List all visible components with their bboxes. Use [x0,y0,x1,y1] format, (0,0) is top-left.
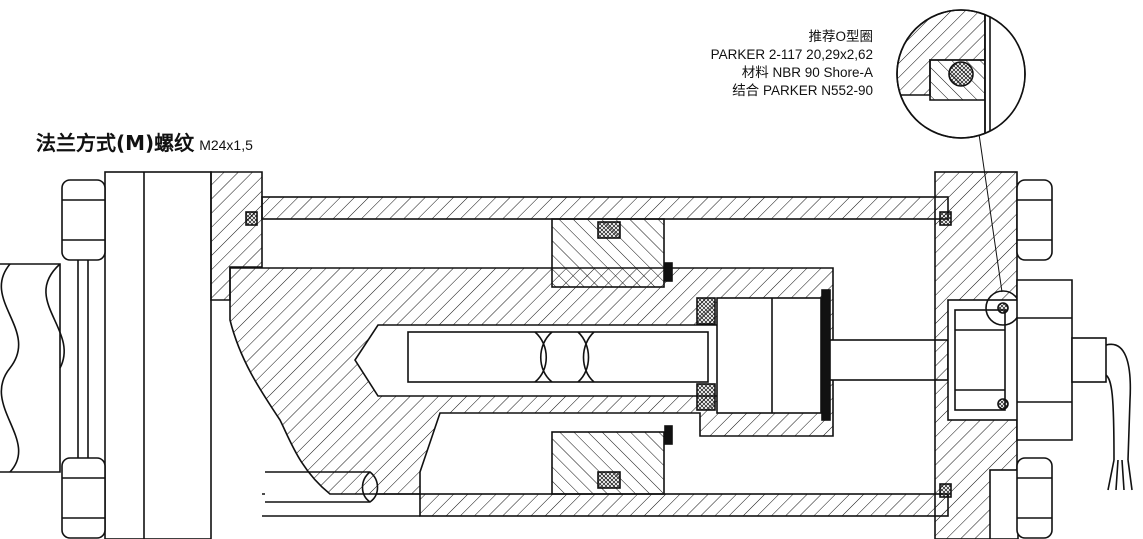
oring-note: 推荐O型圈 PARKER 2-117 20,29x2,62 材料 NBR 90 … [711,28,873,100]
oring-note-line2: PARKER 2-117 20,29x2,62 [710,47,873,62]
piston-seal-block [551,218,673,495]
piston-body [229,267,834,495]
oring-note-line3: 材料 NBR 90 Shore-A [741,65,873,80]
piston-rod [696,289,949,421]
sensor-connector [1016,279,1133,491]
right-bolts [1016,179,1053,539]
left-end-cap [210,171,263,301]
oring-note-line1: 推荐O型圈 [808,29,873,44]
oring-detail [896,9,1026,139]
left-flange [0,171,212,539]
thread-spec: M24x1,5 [199,137,253,153]
oring-note-line4: 结合 PARKER N552-90 [732,83,873,98]
right-end-cap [934,171,1021,539]
title-label: 法兰方式(M)螺纹 [36,131,195,155]
